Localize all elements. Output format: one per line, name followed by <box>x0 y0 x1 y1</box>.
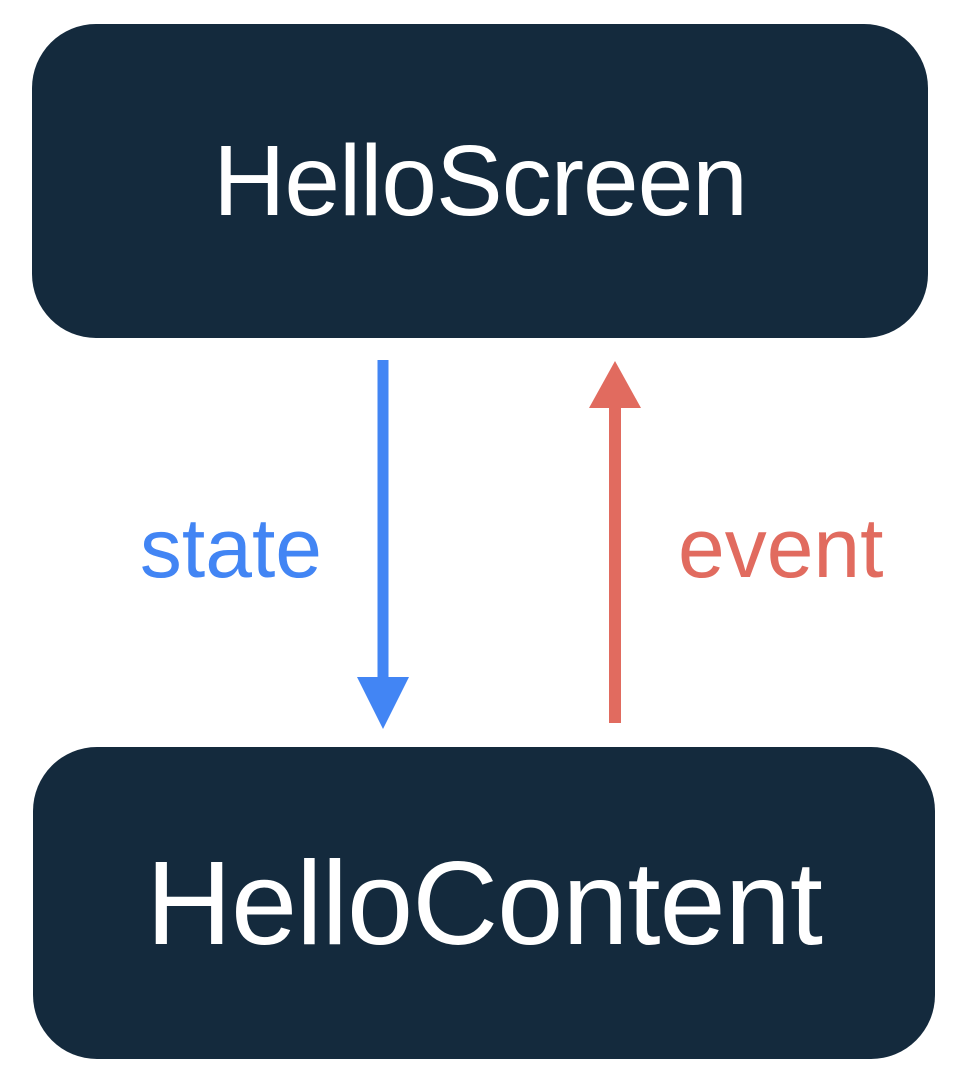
state-arrowhead-icon <box>357 677 409 729</box>
node-hello-content: HelloContent <box>33 747 935 1059</box>
event-edge-label: event <box>678 501 884 595</box>
event-up-arrow <box>589 361 641 723</box>
node-hello-screen: HelloScreen <box>32 24 928 338</box>
event-arrowhead-icon <box>589 361 641 408</box>
state-edge-label: state <box>139 501 322 595</box>
node-hello-content-label: HelloContent <box>146 836 823 970</box>
node-hello-screen-label: HelloScreen <box>213 124 748 237</box>
state-down-arrow <box>357 360 409 729</box>
